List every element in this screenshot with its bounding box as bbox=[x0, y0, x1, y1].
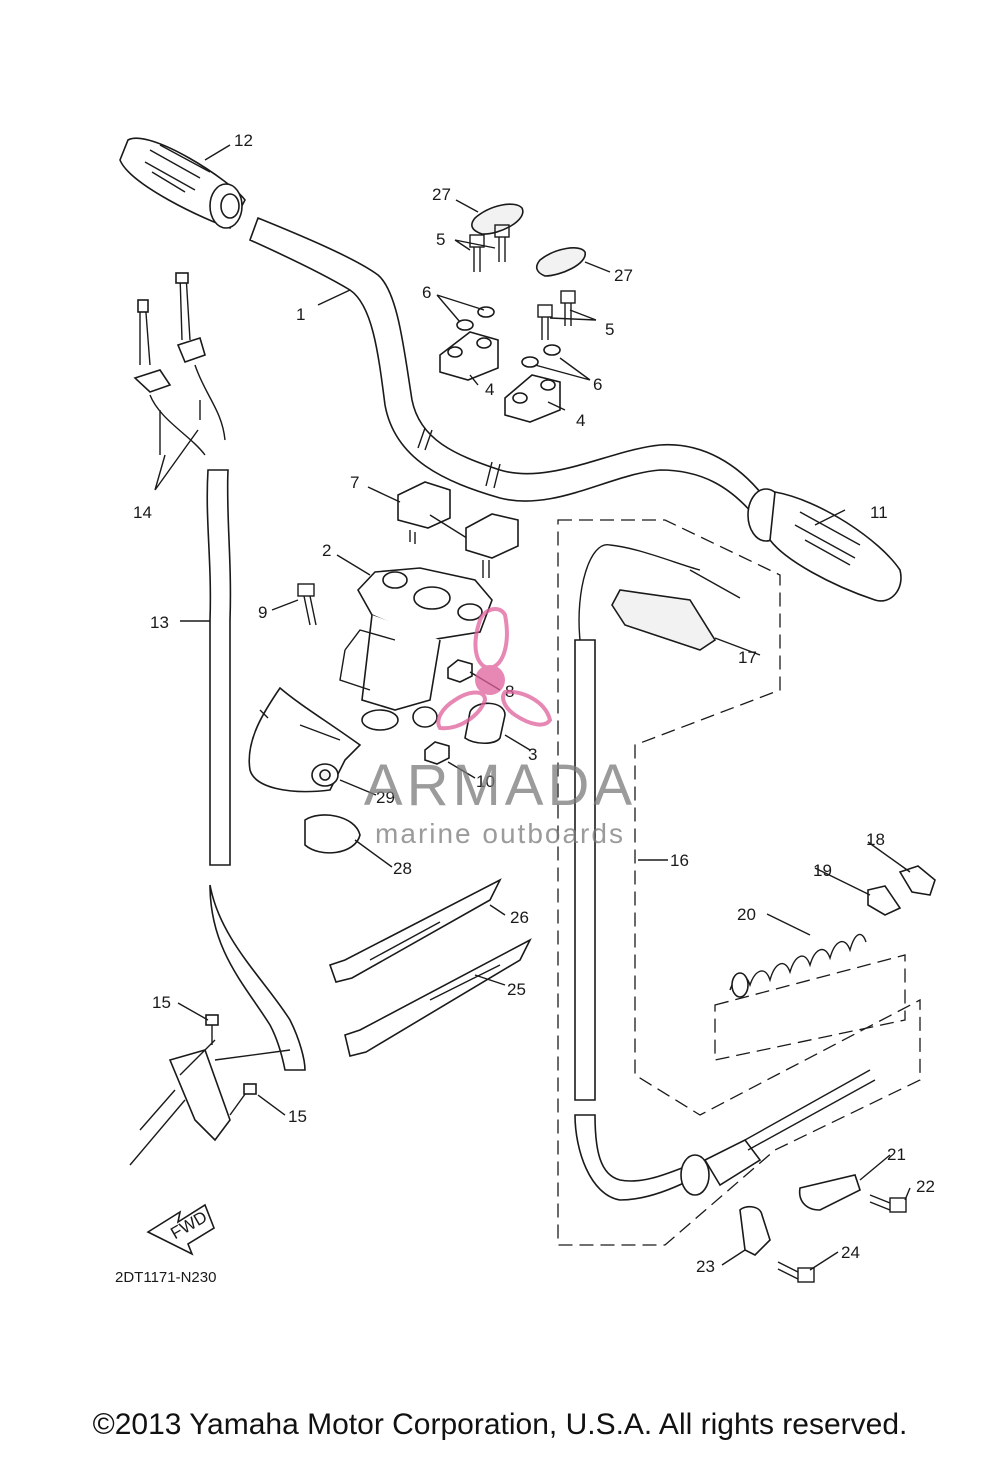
callout-10: 10 bbox=[476, 772, 495, 791]
clamp-3 bbox=[464, 702, 506, 745]
callout-27b: 27 bbox=[614, 266, 633, 285]
callout-7: 7 bbox=[350, 473, 359, 492]
lower-holder-right bbox=[465, 513, 519, 578]
callout-13: 13 bbox=[150, 613, 169, 632]
callout-4b: 4 bbox=[576, 411, 585, 430]
callout-25: 25 bbox=[507, 980, 526, 999]
callout-2: 2 bbox=[322, 541, 331, 560]
callout-11: 11 bbox=[870, 503, 888, 522]
callout-12: 12 bbox=[234, 131, 253, 150]
dashed-assembly-outline bbox=[557, 519, 921, 1246]
handle-bracket bbox=[339, 567, 493, 731]
bolts-upper-right bbox=[537, 290, 576, 340]
armada-watermark: ARMADA marine outboards bbox=[364, 607, 636, 849]
callout-27a: 27 bbox=[432, 185, 451, 204]
callout-14: 14 bbox=[133, 503, 152, 522]
cap-right bbox=[535, 247, 586, 277]
clip-28 bbox=[304, 814, 361, 854]
callout-4a: 4 bbox=[485, 380, 494, 399]
callout-labels: 1 2 3 4 4 5 5 6 6 7 8 9 10 11 12 13 14 1… bbox=[133, 131, 935, 1276]
callout-16: 16 bbox=[670, 851, 689, 870]
cable-tie-26 bbox=[328, 878, 502, 983]
cap-left bbox=[471, 203, 524, 235]
callout-22: 22 bbox=[916, 1177, 935, 1196]
upper-holder-left bbox=[439, 331, 499, 381]
clip-23 bbox=[739, 1205, 771, 1256]
bolt-24 bbox=[777, 1261, 815, 1283]
callout-17: 17 bbox=[738, 648, 757, 667]
grip-right bbox=[747, 488, 902, 602]
cable-tie-25 bbox=[344, 938, 532, 1057]
nut-8 bbox=[447, 659, 473, 683]
callout-20: 20 bbox=[737, 905, 756, 924]
handlebar bbox=[248, 216, 771, 522]
clamp-21 bbox=[798, 1174, 861, 1211]
upper-holder-right bbox=[504, 374, 561, 423]
callout-6b: 6 bbox=[593, 375, 602, 394]
propeller-logo-icon bbox=[436, 607, 553, 731]
throttle-cable bbox=[133, 272, 306, 1071]
brand-tagline: marine outboards bbox=[375, 818, 625, 849]
callout-9: 9 bbox=[258, 603, 267, 622]
cover bbox=[248, 686, 362, 793]
callout-5b: 5 bbox=[605, 320, 614, 339]
callout-23: 23 bbox=[696, 1257, 715, 1276]
callout-21: 21 bbox=[887, 1145, 906, 1164]
callout-19: 19 bbox=[813, 861, 832, 880]
callout-28: 28 bbox=[393, 859, 412, 878]
spring-20 bbox=[729, 933, 867, 998]
copyright-notice: ©2013 Yamaha Motor Corporation, U.S.A. A… bbox=[92, 1408, 908, 1441]
bolt-22 bbox=[869, 1194, 907, 1213]
callout-15b: 15 bbox=[288, 1107, 307, 1126]
brand-name: ARMADA bbox=[364, 753, 636, 818]
lower-holder-left bbox=[397, 481, 471, 544]
callout-26: 26 bbox=[510, 908, 529, 927]
callout-24: 24 bbox=[841, 1243, 860, 1262]
callout-18: 18 bbox=[866, 830, 885, 849]
callout-5a: 5 bbox=[436, 230, 445, 249]
part-code: 2DT1171-N230 bbox=[115, 1269, 216, 1286]
bolt-9 bbox=[297, 583, 317, 626]
cable-lower-end bbox=[129, 1014, 291, 1166]
nut-18 bbox=[898, 865, 936, 896]
nut-10 bbox=[424, 741, 450, 765]
fwd-arrow-icon: FWD bbox=[146, 1203, 215, 1256]
lever-cover-17 bbox=[611, 589, 717, 651]
parts-diagram: FWD 1 2 3 4 4 5 5 6 6 7 8 9 10 11 bbox=[115, 131, 936, 1286]
grip-left bbox=[119, 137, 246, 229]
washers bbox=[456, 306, 561, 368]
callout-15a: 15 bbox=[152, 993, 171, 1012]
callout-6a: 6 bbox=[422, 283, 431, 302]
callout-29: 29 bbox=[376, 788, 395, 807]
bolts-upper-left bbox=[469, 224, 510, 272]
callout-1: 1 bbox=[296, 305, 305, 324]
callout-3: 3 bbox=[528, 745, 537, 764]
collar-19 bbox=[867, 885, 902, 916]
cable-16 bbox=[574, 544, 876, 1201]
